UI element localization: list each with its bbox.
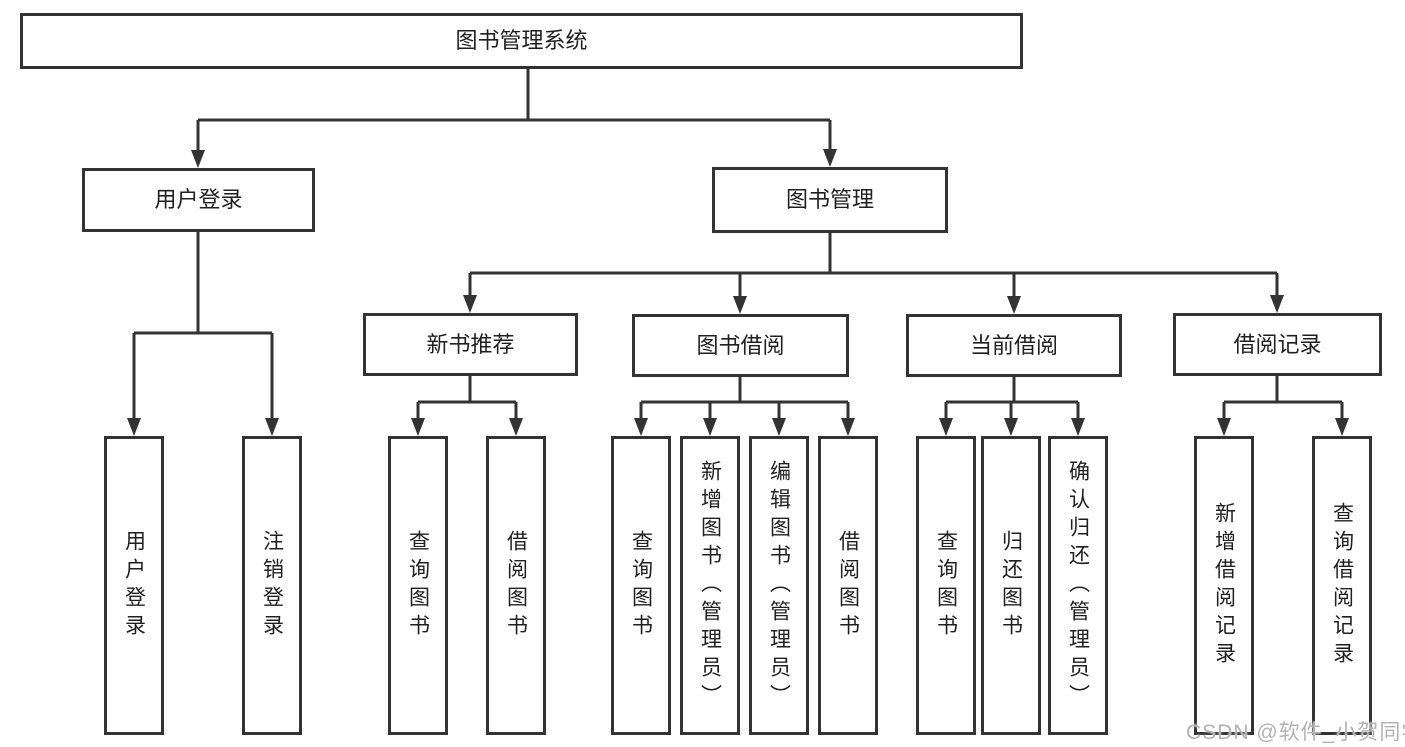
node-borrowing-records: 借阅记录 <box>1173 313 1382 376</box>
leaf-user-login: 用户登录 <box>104 436 164 735</box>
leaf-query-books-current: 查询图书 <box>916 436 976 735</box>
connector-bookmgmt-to-level2 <box>468 233 1279 297</box>
leaf-edit-book-admin: 编辑图书（管理员） <box>749 436 809 735</box>
arrowheads <box>127 149 1349 436</box>
leaf-add-book-admin: 新增图书（管理员） <box>680 436 740 735</box>
leaf-query-books-recommend: 查询图书 <box>388 436 448 735</box>
leaf-query-books-borrowing: 查询图书 <box>611 436 671 735</box>
leaf-return-books: 归还图书 <box>981 436 1041 735</box>
node-current-borrowing: 当前借阅 <box>906 314 1122 377</box>
connector-borrowrecords-to-leaves <box>1222 376 1344 420</box>
leaf-add-borrow-record: 新增借阅记录 <box>1194 436 1254 735</box>
connector-userlogin-to-leaves <box>132 232 274 420</box>
leaf-logout: 注销登录 <box>242 436 302 735</box>
leaf-borrow-books-recommend: 借阅图书 <box>486 436 546 735</box>
node-book-management: 图书管理 <box>712 167 948 233</box>
connector-bookborrow-to-leaves <box>639 377 850 420</box>
node-library-management-system: 图书管理系统 <box>20 13 1023 69</box>
node-new-book-recommendation: 新书推荐 <box>363 313 578 376</box>
leaf-query-borrow-record: 查询借阅记录 <box>1312 436 1372 735</box>
node-user-login: 用户登录 <box>82 168 315 232</box>
csdn-watermark: CSDN @软件_小贺同学 <box>1186 721 1405 744</box>
leaf-confirm-return-admin: 确认归还（管理员） <box>1048 436 1108 735</box>
connector-newbookrec-to-leaves <box>416 376 518 420</box>
leaf-borrow-books-borrowing: 借阅图书 <box>818 436 878 735</box>
connector-currentborrow-to-leaves <box>944 377 1080 420</box>
node-book-borrowing: 图书借阅 <box>632 314 849 377</box>
connector-root-to-level1 <box>196 69 832 152</box>
